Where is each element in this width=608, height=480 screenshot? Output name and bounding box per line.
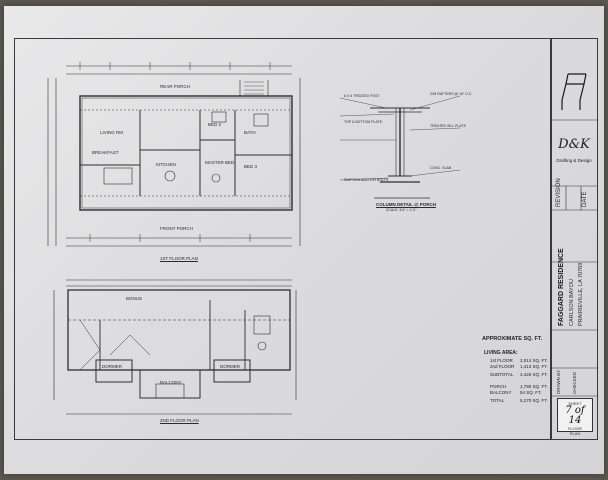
sheet-number: 7 of 14 [565, 405, 585, 426]
chair-logo-icon [561, 73, 587, 110]
project-address-line2: PRAIRIEVILLE, LA 70769 [578, 262, 584, 326]
sheet-label: SHEET [568, 401, 582, 406]
detail-note-anchor: SIMPSON ANCHOR BOLTS [344, 178, 389, 182]
sqft-title: APPROXIMATE SQ. FT. [482, 336, 543, 342]
second-floor-caption: 2ND FLOOR PLAN [160, 418, 199, 423]
sheet-title-line2: PLAN [569, 431, 581, 436]
title-block [550, 38, 598, 440]
dormer-right-label: DORMER [220, 364, 240, 369]
master-bed-label: MASTER BED [205, 160, 235, 165]
bonus-label: BONUS [126, 296, 143, 301]
detail-note-post: 6 X 6 TREATED POST [344, 94, 380, 98]
bed3-label: BED 3 [244, 164, 258, 169]
detail-note-rafters: 2X8 RAFTERS @ 16" O.C. [430, 92, 473, 96]
sheet-number-box: SHEET 7 of 14 FLOOR PLAN [557, 398, 593, 436]
project-name: FAGGARD RESIDENCE [558, 248, 565, 326]
front-porch-label: FRONT PORCH [160, 226, 193, 231]
living-room-label: LIVING RM [100, 130, 124, 135]
firm-logo: D&K Drafting & Design [556, 138, 592, 180]
balcony-label: BALCONY [160, 380, 182, 385]
breakfast-label: BREAKFAST [92, 150, 119, 155]
kitchen-label: KITCHEN [156, 162, 176, 167]
detail-note-sill: TREATED SILL PLATE [430, 124, 466, 128]
firm-tagline: Drafting & Design [556, 158, 592, 163]
bed2-label: BED 2 [208, 122, 222, 127]
column-detail-scale: SCALE: 3/4" = 1'-0" [386, 208, 417, 212]
detail-note-slab: CONC. SLAB [430, 166, 452, 170]
revision-label: REVISION [556, 178, 562, 207]
rear-porch-label: REAR PORCH [160, 84, 191, 89]
dormer-left-label: DORMER [102, 364, 122, 369]
detail-note-plate: TOP & BOTTOM PLATE [344, 120, 383, 124]
living-area-label: LIVING AREA: [484, 350, 518, 356]
project-address-line1: CARLSON BAYOU [569, 279, 575, 326]
date-label: DATE [582, 191, 588, 207]
blueprint-sheet [4, 6, 604, 474]
column-detail-caption: COLUMN DETAIL @ PORCH [376, 202, 436, 207]
sheet-title-line1: FLOOR [568, 426, 582, 431]
bath-label: BATH [244, 130, 256, 135]
drawing-border [14, 38, 552, 440]
first-floor-caption: 1ST FLOOR PLAN [160, 256, 198, 261]
drawn-by-label: DRAWN BY [556, 369, 561, 394]
checked-label: CHECKED [572, 371, 577, 394]
